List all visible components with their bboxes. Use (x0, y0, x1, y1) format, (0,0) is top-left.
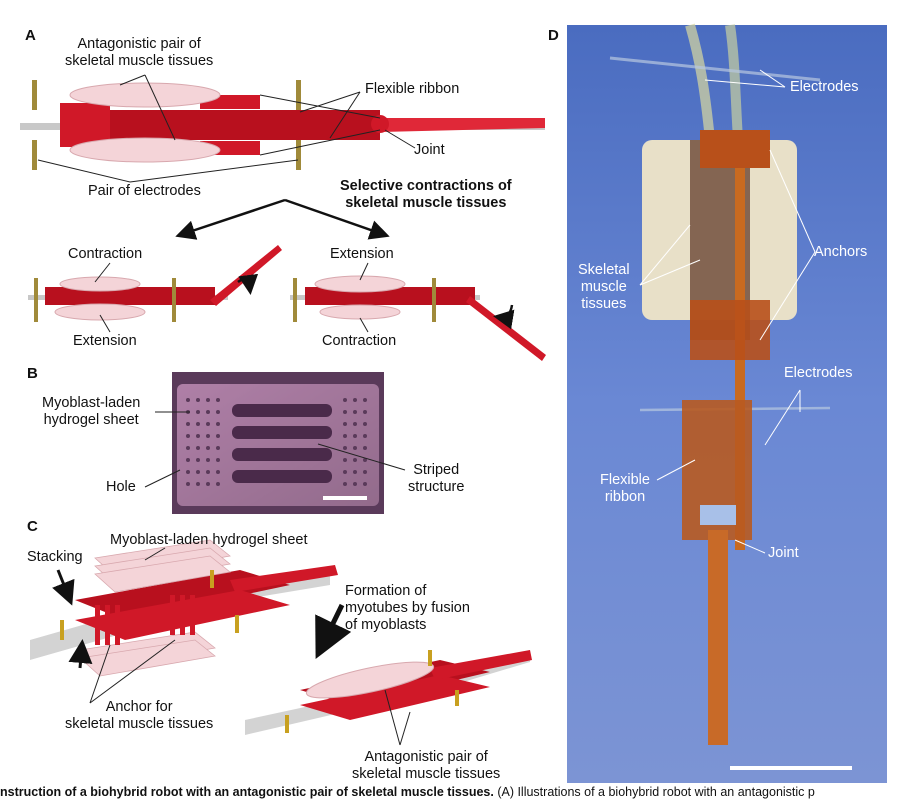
label-d-joint: Joint (768, 545, 799, 561)
label-selective-contractions: Selective contractions of skeletal muscl… (340, 178, 512, 211)
panel-label-a: A (25, 27, 36, 44)
label-d-electrodes-mid: Electrodes (784, 365, 853, 381)
label-left-contraction: Contraction (68, 246, 143, 262)
caption-bold: nstruction of a biohybrid robot with an … (0, 785, 494, 799)
panel-a-left-device (28, 245, 282, 333)
scale-bar-d (730, 766, 852, 770)
label-flexible-ribbon: Flexible ribbon (365, 81, 460, 97)
label-left-extension: Extension (73, 333, 137, 349)
label-anchor: Anchor for skeletal muscle tissues (65, 699, 214, 732)
label-hydrogel-sheet: Myoblast-laden hydrogel sheet (42, 395, 141, 428)
panel-label-c: C (27, 518, 38, 535)
panel-label-d: D (548, 27, 559, 44)
label-formation-myotubes: Formation of myotubes by fusion of myobl… (345, 583, 470, 633)
figure-caption: nstruction of a biohybrid robot with an … (0, 785, 910, 800)
panel-d-robot-photo (567, 23, 887, 783)
panel-a-main-device (20, 74, 545, 183)
label-d-flexible-ribbon: Flexible ribbon (600, 472, 650, 505)
panel-c-formed-device (245, 650, 532, 746)
label-d-electrodes-top: Electrodes (790, 79, 859, 95)
label-c-antagonistic-pair: Antagonistic pair of skeletal muscle tis… (352, 749, 501, 782)
label-right-contraction: Contraction (322, 333, 397, 349)
caption-rest: (A) Illustrations of a biohybrid robot w… (493, 785, 815, 799)
label-joint: Joint (414, 142, 445, 158)
label-stacking: Stacking (27, 549, 83, 565)
label-d-anchors: Anchors (814, 244, 868, 260)
label-right-extension: Extension (330, 246, 394, 262)
panel-a-right-device (290, 262, 546, 361)
label-striped-structure: Striped structure (408, 462, 465, 495)
panel-b-hydrogel-photo (144, 372, 406, 514)
scale-bar (323, 496, 367, 500)
panel-label-b: B (27, 365, 38, 382)
label-c-hydrogel-sheet: Myoblast-laden hydrogel sheet (110, 532, 308, 548)
panel-c-stacking-device (30, 539, 338, 704)
label-hole: Hole (106, 479, 136, 495)
label-pair-of-electrodes: Pair of electrodes (88, 183, 201, 199)
label-d-skeletal-muscle: Skeletal muscle tissues (578, 262, 630, 312)
label-antagonistic-pair: Antagonistic pair of skeletal muscle tis… (65, 36, 214, 69)
